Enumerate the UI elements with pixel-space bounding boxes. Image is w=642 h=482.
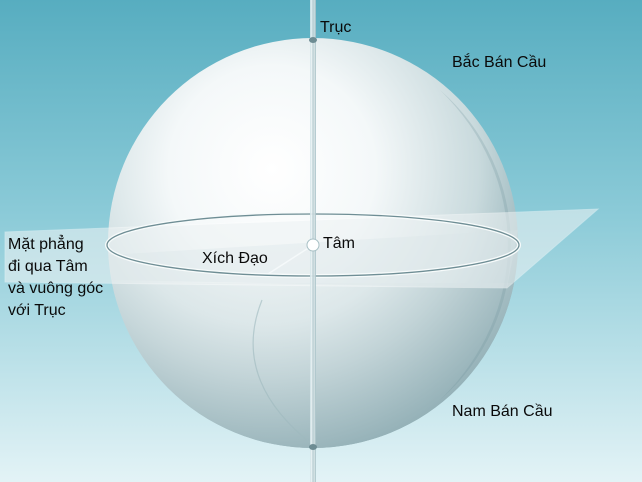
plane-label-line: Mặt phẳng (8, 236, 84, 253)
north-hemisphere-label: Bắc Bán Cầu (452, 54, 547, 71)
plane-label-line: và vuông góc (8, 280, 104, 297)
center-point (306, 238, 320, 252)
south-hemisphere-label: Nam Bán Cầu (452, 403, 553, 420)
south-pole (309, 444, 317, 450)
radius-line (267, 244, 314, 275)
plane-label-line: với Trục (8, 302, 66, 319)
equator-label: Xích Đạo (202, 250, 268, 267)
plane-label: Mặt phẳng đi qua Tâm và vuông góc với Tr… (8, 234, 128, 322)
plane-label-line: đi qua Tâm (8, 258, 88, 275)
axis-label: Trục (320, 19, 352, 36)
center-label: Tâm (323, 235, 355, 252)
north-pole (309, 37, 317, 43)
